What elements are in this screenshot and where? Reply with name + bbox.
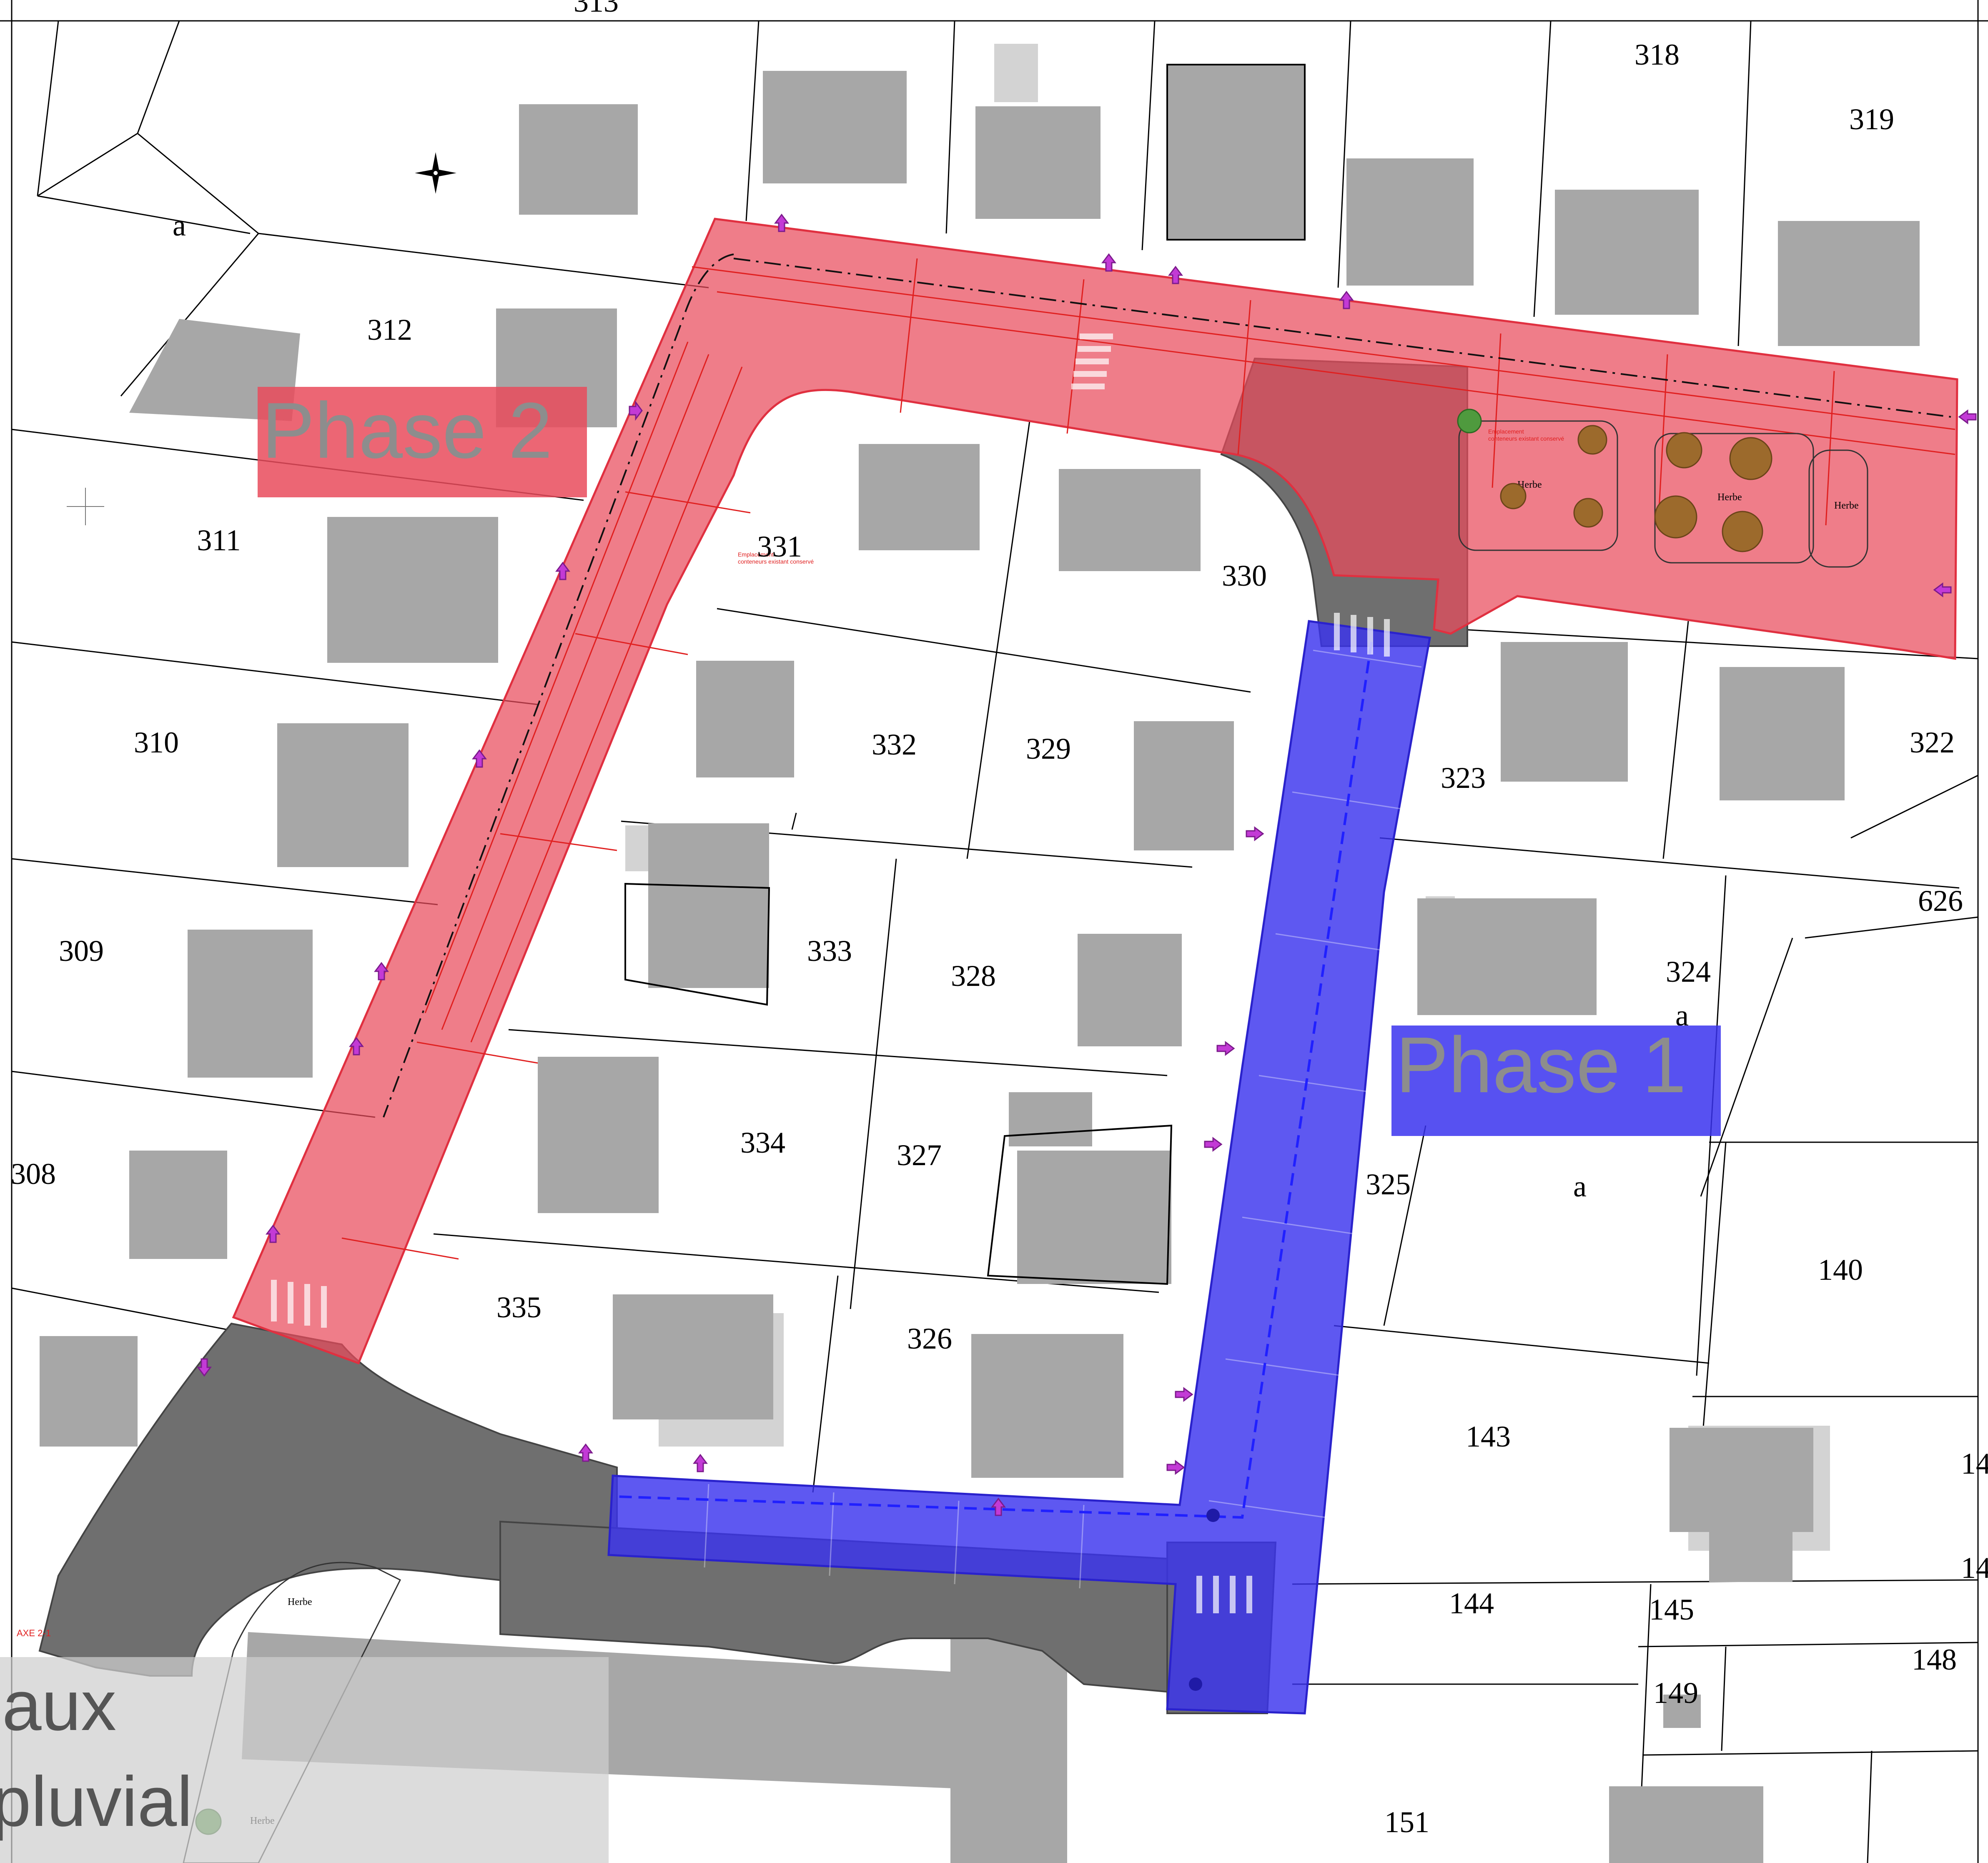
direction-arrow-icon — [374, 962, 389, 980]
green-area-2 — [1654, 433, 1814, 564]
parcel-number: a — [1573, 1170, 1587, 1203]
tree-icon — [1573, 498, 1603, 528]
parcel-number: 144 — [1449, 1587, 1494, 1620]
direction-arrow-icon — [1339, 291, 1354, 309]
parcel-number: 318 — [1635, 38, 1680, 71]
tree-icon — [1666, 432, 1702, 469]
direction-arrow-icon — [1958, 409, 1977, 424]
parcel-number: 143 — [1466, 1420, 1511, 1453]
direction-arrow-icon — [1168, 266, 1183, 284]
parcel-number: 325 — [1366, 1168, 1411, 1201]
tree-icon — [1722, 511, 1763, 552]
direction-arrow-icon — [472, 749, 487, 768]
direction-arrow-icon — [1175, 1387, 1193, 1402]
green-area-southwest — [183, 1562, 401, 1863]
phase1-label-text: Phase 1 — [1396, 1021, 1686, 1109]
direction-arrow-icon — [266, 1224, 281, 1243]
phase1-zone — [607, 613, 1431, 1715]
direction-arrow-icon — [578, 1443, 593, 1462]
parcel-number: 308 — [11, 1157, 56, 1191]
parcel-number: a — [173, 209, 186, 242]
phase2-zone: Herbe Herbe Herbe — [232, 218, 1958, 1365]
parcel-number: 145 — [1649, 1593, 1694, 1626]
direction-arrow-icon — [1101, 253, 1116, 272]
green-area-1 — [1458, 420, 1618, 551]
parcel-number: 310 — [134, 726, 179, 759]
direction-arrow-icon — [349, 1037, 364, 1056]
parcel-number: 140 — [1818, 1253, 1863, 1286]
parcel-number: 311 — [197, 524, 241, 557]
direction-arrow-icon — [629, 400, 643, 421]
direction-arrow-icon — [693, 1454, 708, 1472]
legend-line-2: pluvial — [0, 1762, 193, 1841]
note-line-1: Emplacement — [738, 551, 774, 558]
parcel-number: 331 — [757, 530, 802, 563]
manhole-icon — [1206, 1509, 1220, 1522]
phase2-label: Phase 2 — [258, 386, 587, 497]
direction-arrow-icon — [1216, 1041, 1235, 1056]
herbe-label-4: Herbe — [288, 1597, 312, 1607]
parcel-number: 332 — [872, 728, 917, 761]
direction-markers — [197, 213, 1977, 1516]
parcel-number: 322 — [1910, 726, 1955, 759]
phase1-label: Phase 1 — [1391, 1021, 1721, 1136]
north-arrow-icon — [415, 152, 456, 194]
legend-panel: aux pluvial — [0, 1657, 609, 1863]
direction-arrow-icon — [1166, 1460, 1185, 1475]
parcel-number: 324 — [1666, 955, 1711, 988]
direction-arrow-icon — [1246, 826, 1264, 841]
parcel-number: 151 — [1384, 1805, 1429, 1839]
parcel-number: 14 — [1961, 1551, 1988, 1585]
crosshair-icon — [67, 488, 104, 525]
parcel-number: 335 — [496, 1291, 541, 1324]
herbe-label-2: Herbe — [1717, 492, 1742, 503]
axis-label: AXE 2-1 — [17, 1628, 51, 1638]
parcel-number: 327 — [897, 1138, 942, 1172]
note-line-3: Emplacement — [1488, 428, 1524, 435]
parcel-number: 330 — [1222, 559, 1267, 592]
parcel-number: 333 — [807, 934, 852, 968]
crosswalk-phase2-south — [271, 1280, 327, 1328]
note-line-2: conteneurs existant conservé — [738, 558, 814, 565]
manhole-icon — [1189, 1677, 1202, 1691]
parcel-number: 626 — [1918, 884, 1963, 918]
tree-icon — [1729, 437, 1772, 480]
crosswalk-phase1-north — [1334, 613, 1390, 657]
parcel-number: 328 — [951, 959, 996, 993]
parcel-number: 334 — [740, 1126, 785, 1159]
parcel-number: 149 — [1653, 1676, 1698, 1710]
direction-arrow-icon — [1204, 1137, 1223, 1152]
parcel-number: 312 — [367, 313, 412, 346]
green-area-3 — [1808, 449, 1868, 568]
direction-arrow-icon — [1933, 582, 1952, 597]
parcel-number: 319 — [1849, 103, 1894, 136]
note-line-4: conteneurs existant conservé — [1488, 435, 1564, 442]
tree-icon — [1457, 409, 1482, 434]
direction-arrow-icon — [197, 1358, 212, 1377]
parcel-number: 313 — [574, 0, 619, 18]
tree-icon — [1500, 483, 1527, 509]
crosswalk-phase1-south — [1196, 1576, 1252, 1613]
direction-arrow-icon — [555, 562, 570, 580]
lot-boundaries — [11, 20, 1978, 1863]
parcel-number: 323 — [1441, 761, 1486, 795]
parcel-number: 14 — [1961, 1447, 1988, 1480]
parcel-number: 309 — [59, 934, 104, 968]
herbe-label-3: Herbe — [1834, 500, 1859, 511]
tree-icon — [1577, 425, 1607, 455]
legend-line-1: aux — [2, 1666, 116, 1745]
parcel-number: 148 — [1912, 1643, 1957, 1676]
parcel-number: 326 — [907, 1322, 952, 1355]
crosswalk-phase2-north — [1071, 333, 1113, 389]
direction-arrow-icon — [774, 213, 789, 232]
direction-arrow-icon — [991, 1497, 1006, 1516]
tree-icon — [1654, 495, 1697, 539]
parcel-number: 329 — [1026, 732, 1071, 765]
parcel-number-layer: 313 318 319 a 312 311 331 330 310 332 329 323 322 626… — [11, 0, 1988, 1839]
phase2-label-text: Phase 2 — [262, 386, 552, 475]
